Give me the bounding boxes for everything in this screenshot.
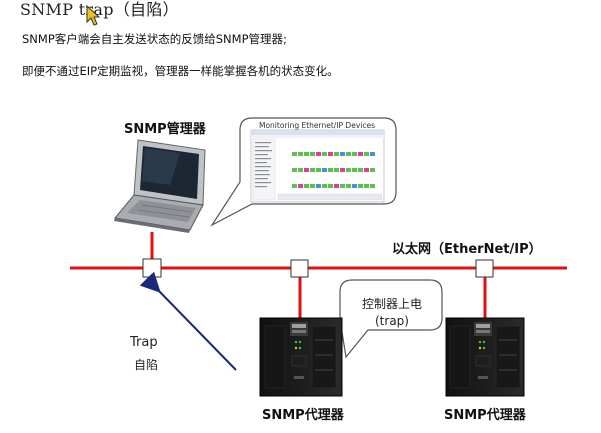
trap-label: Trap	[130, 335, 158, 350]
snmp-agent-label-2: SNMP代理器	[444, 408, 526, 423]
description-line-1: SNMP客户端会自主发送状态的反馈给SNMP管理器;	[22, 32, 287, 46]
trap-sub-label: 自陷	[134, 358, 159, 372]
event-speech-bubble	[339, 279, 443, 359]
monitor-window-icon	[250, 129, 385, 203]
snmp-agent-label-1: SNMP代理器	[262, 408, 344, 423]
monitor-window-title: Monitoring Ethernet/IP Devices	[258, 121, 375, 130]
event-bubble-text: 控制器上电 (trap)	[342, 296, 442, 330]
event-bubble-line-2: (trap)	[375, 314, 409, 328]
ethernet-network-label: 以太网（EtherNet/IP）	[392, 242, 542, 257]
event-bubble-line-1: 控制器上电	[361, 297, 422, 311]
mouse-cursor-icon	[85, 4, 101, 31]
junction-node-manager	[142, 258, 162, 278]
laptop-icon	[114, 139, 206, 233]
page-title: SNMP trap（自陷）	[20, 0, 179, 19]
plc-controller-icon-1	[259, 317, 343, 397]
junction-node-agent1	[290, 259, 309, 278]
plc-controller-icon-2	[445, 317, 525, 397]
junction-node-agent2	[475, 259, 494, 278]
description-line-2: 即便不通过EIP定期监视，管理器一样能掌握各机的状态变化。	[22, 64, 339, 78]
trap-arrow	[139, 271, 237, 371]
snmp-manager-label: SNMP管理器	[124, 122, 206, 137]
